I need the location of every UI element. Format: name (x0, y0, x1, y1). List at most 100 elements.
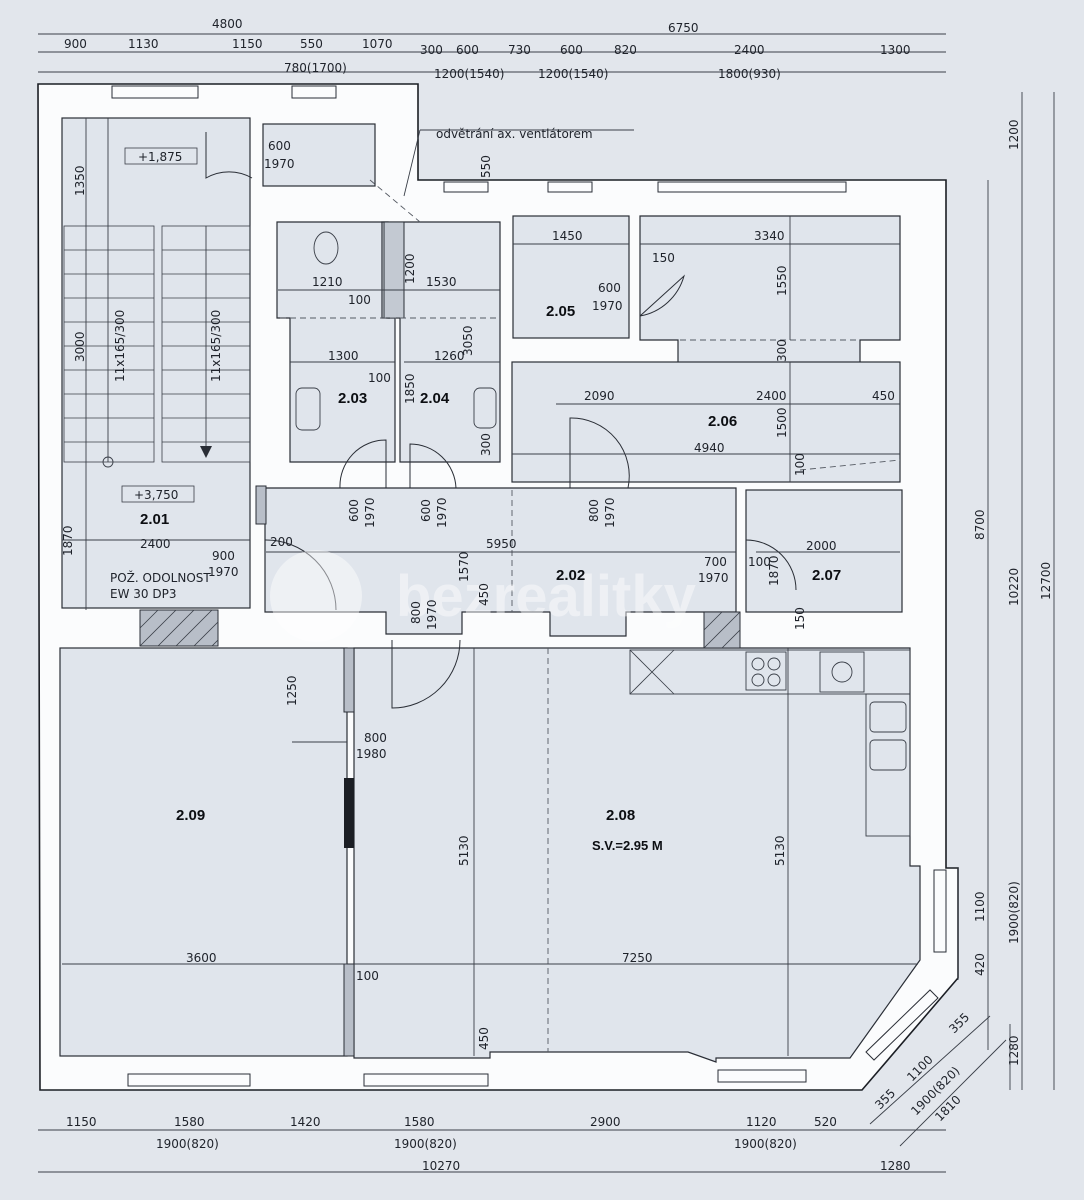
dim-550: 550 (479, 155, 493, 178)
dim-bot-1-3: 1420 (290, 1115, 321, 1129)
room-label-2-02: 2.02 (556, 567, 585, 584)
dim-top-2-6: 300 (420, 43, 443, 57)
dim-5950: 5950 (486, 537, 517, 551)
dim-800a: 800 (587, 499, 601, 522)
room-label-2-09: 2.09 (176, 807, 205, 824)
counter-side (865, 693, 911, 837)
dim-1970g: 1970 (698, 571, 729, 585)
dim-600d: 600 (419, 499, 433, 522)
dim-1530: 1530 (426, 275, 457, 289)
dim-800c: 800 (364, 731, 387, 745)
room-2-01-area (61, 117, 251, 609)
dim-450c: 450 (477, 1027, 491, 1050)
dim-600b: 600 (598, 281, 621, 295)
ventilation-note: odvětrání ax. ventlátorem (436, 127, 593, 141)
room-label-2-04: 2.04 (420, 390, 450, 407)
dim-100d: 100 (748, 555, 771, 569)
dim-stair-1870: 1870 (61, 525, 75, 556)
dim-bot-1-6: 1120 (746, 1115, 777, 1129)
ceiling-height: S.V.=2.95 M (592, 838, 663, 853)
dim-bot-1-5: 2900 (590, 1115, 621, 1129)
watermark: bezrealitky (270, 550, 696, 642)
dim-top-total-right: 6750 (668, 21, 699, 35)
room-2-06-area (511, 361, 901, 483)
dim-900: 900 (212, 549, 235, 563)
rooms-floor (59, 117, 921, 1063)
dim-top-3-2: 1200(1540) (434, 67, 504, 81)
room-2-07-area (745, 489, 903, 613)
room-label-2-03: 2.03 (338, 390, 367, 407)
dim-top-2-4: 550 (300, 37, 323, 51)
dim-top-2-5: 1070 (362, 37, 393, 51)
annotations: odvětrání ax. ventlátorem +1,875 +3,750 … (110, 127, 663, 853)
washbasin-icon-2 (473, 387, 497, 429)
dimension-lines (38, 33, 1055, 1173)
dim-right-1900: 1900(820) (1007, 881, 1021, 944)
dim-top-2-2: 1130 (128, 37, 159, 51)
dim-1970a: 1970 (264, 157, 295, 171)
dim-top-2-1: 900 (64, 37, 87, 51)
closet-area (262, 123, 376, 187)
dim-600a: 600 (268, 139, 291, 153)
dim-700: 700 (704, 555, 727, 569)
kitchen-counter (629, 649, 911, 695)
windows (111, 85, 947, 1087)
dim-right-1280: 1280 (1007, 1035, 1021, 1066)
dim-1450: 1450 (552, 229, 583, 243)
washbasin-icon (295, 387, 321, 431)
dim-bot-2-2: 1900(820) (394, 1137, 457, 1151)
dim-1300: 1300 (328, 349, 359, 363)
room-label-2-07: 2.07 (812, 567, 841, 584)
dim-100e: 100 (356, 969, 379, 983)
dim-top-2-10: 820 (614, 43, 637, 57)
dim-top-3-1: 780(1700) (284, 61, 347, 75)
dim-right-10220: 10220 (1007, 568, 1021, 606)
fixtures (139, 221, 911, 1057)
dim-top-3-3: 1200(1540) (538, 67, 608, 81)
dim-top-2-7: 600 (456, 43, 479, 57)
dims-inner: 1350 3000 1870 2400 600 1970 550 1210 12… (61, 139, 895, 1050)
dim-right-1200: 1200 (1007, 119, 1021, 150)
dim-7250: 7250 (622, 951, 653, 965)
dim-right-420: 420 (973, 953, 987, 976)
dim-1970h: 1970 (425, 599, 439, 630)
dim-450b: 450 (477, 583, 491, 606)
dim-top-total-left: 4800 (212, 17, 243, 31)
dim-1970b: 1970 (592, 299, 623, 313)
room-2-09-area (59, 647, 348, 1057)
dim-1970c: 1970 (363, 497, 377, 528)
dim-stair-1350: 1350 (73, 165, 87, 196)
dim-1550: 1550 (775, 265, 789, 296)
dim-bot-1-1: 1150 (66, 1115, 97, 1129)
dim-1980: 1980 (356, 747, 387, 761)
dim-100a: 100 (348, 293, 371, 307)
dim-top-2-12: 1300 (880, 43, 911, 57)
stove-icon (745, 651, 787, 691)
dim-3600: 3600 (186, 951, 217, 965)
dim-2000: 2000 (806, 539, 837, 553)
stair-spec-right: 11x165/300 (209, 310, 223, 382)
room-2-05-area (512, 215, 630, 339)
dim-1210: 1210 (312, 275, 343, 289)
dim-right-12700: 12700 (1039, 562, 1053, 600)
dim-150b: 150 (793, 607, 807, 630)
dim-450a: 450 (872, 389, 895, 403)
dim-top-2-9: 600 (560, 43, 583, 57)
dim-300a: 300 (479, 433, 493, 456)
room-label-2-05: 2.05 (546, 303, 575, 320)
room-label-2-06: 2.06 (708, 413, 737, 430)
dim-bot-2-3: 1900(820) (734, 1137, 797, 1151)
dim-300b: 300 (775, 339, 789, 362)
dim-bot-2-1: 1900(820) (156, 1137, 219, 1151)
dim-stair-3000: 3000 (73, 331, 87, 362)
dims-bottom: 1150 1580 1420 1580 2900 1120 520 1900(8… (66, 1115, 911, 1173)
dim-top-2-8: 730 (508, 43, 531, 57)
dim-bot-total-right: 1280 (880, 1159, 911, 1173)
dim-5130a: 5130 (457, 835, 471, 866)
dims-right: 1200 8700 10220 12700 1100 420 1900(820)… (973, 119, 1053, 1066)
room-2-08-area (353, 647, 921, 1063)
sink-icon (819, 651, 865, 693)
dim-bot-total-left: 10270 (422, 1159, 460, 1173)
dim-4940: 4940 (694, 441, 725, 455)
